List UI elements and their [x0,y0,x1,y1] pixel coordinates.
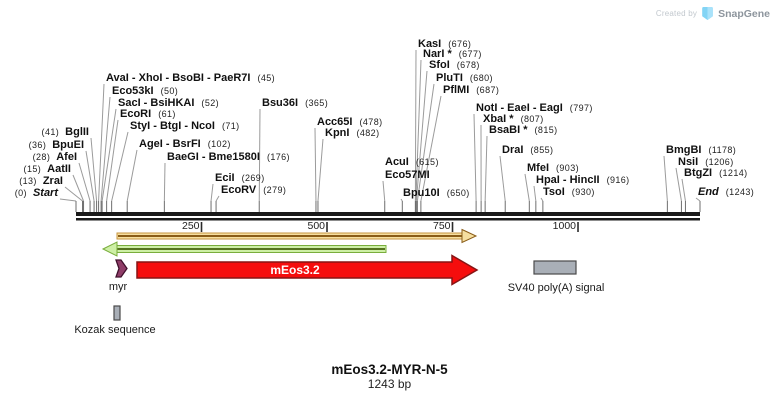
enzyme-site-label[interactable]: Eco53kI(50) [112,85,179,97]
meos3-2-label: mEos3.2 [270,263,320,277]
snapgene-watermark: Created by SnapGene [656,7,770,20]
enzyme-site-label[interactable]: Bpu10I(650) [403,187,470,199]
restriction-site-leader-lines [59,49,701,202]
sequence-bar-top [76,212,700,216]
enzyme-site-label[interactable]: EcoRV(279) [221,184,287,196]
enzyme-site-label[interactable]: EciI(269) [215,172,265,184]
enzyme-site-label[interactable]: (0)Start [14,187,58,199]
myr-label: myr [108,281,128,293]
kozak-sequence-label: Kozak sequence [74,324,156,336]
enzyme-site-label[interactable]: KasI(676) [418,38,472,50]
enzyme-site-label[interactable]: NotI - EaeI - EagI(797) [476,102,593,114]
enzyme-site-label[interactable]: NsiI(1206) [678,156,734,168]
snapgene-brand-text: SnapGene [718,7,770,20]
ruler-tick-marks [200,222,579,232]
enzyme-site-label[interactable]: EcoRI(61) [120,108,176,120]
enzyme-site-label[interactable]: (15)AatII [23,163,71,175]
sv40-polya-label: SV40 poly(A) signal [507,282,605,294]
created-by-text: Created by [655,9,698,18]
enzyme-site-label[interactable]: MfeI(903) [527,162,580,174]
enzyme-site-label[interactable]: KpnI(482) [325,127,380,139]
enzyme-site-label[interactable]: SacI - BsiHKAI(52) [118,97,220,109]
ruler-number: 750 [432,220,451,232]
enzyme-site-label[interactable]: BmgBI(1178) [666,144,737,156]
map-title: mEos3.2-MYR-N-5 [331,362,448,377]
enzyme-site-label[interactable]: AcuI(615) [385,156,439,168]
enzyme-site-label[interactable]: NarI *(677) [423,48,482,60]
enzyme-site-label[interactable]: BaeGI - Bme1580I(176) [167,151,290,163]
enzyme-site-label[interactable]: (41)BglII [41,126,89,138]
forward-span-arrow[interactable] [116,228,478,244]
enzyme-site-label[interactable]: PflMI(687) [443,84,500,96]
ruler-number: 250 [181,220,200,232]
ruler-number: 500 [307,220,326,232]
enzyme-site-label[interactable]: AvaI - XhoI - BsoBI - PaeR7I(45) [106,72,276,84]
kozak-feature-box[interactable] [113,305,121,321]
enzyme-site-label[interactable]: DraI(855) [502,144,554,156]
enzyme-site-label[interactable]: End(1243) [698,186,755,198]
reverse-span-arrow[interactable] [101,241,387,257]
enzyme-site-label[interactable]: StyI - BtgI - NcoI(71) [130,120,240,132]
enzyme-site-label[interactable]: BsaBI *(815) [489,124,558,136]
map-length: 1243 bp [367,377,412,391]
enzyme-site-label[interactable]: TsoI(930) [543,186,595,198]
myr-feature-arrow[interactable] [115,259,128,278]
enzyme-site-label[interactable]: HpaI - HincII(916) [536,174,630,186]
enzyme-site-label[interactable]: BtgZI(1214) [684,167,748,179]
enzyme-site-label[interactable]: Acc65I(478) [317,116,383,128]
enzyme-site-label[interactable]: (13)ZraI [19,175,63,187]
snapgene-ribbon-icon [702,7,713,20]
restriction-site-stubs [75,201,701,212]
enzyme-site-label[interactable]: Bsu36I(365) [262,97,329,109]
enzyme-site-label[interactable]: AgeI - BsrFI(102) [139,138,231,150]
enzyme-site-label[interactable]: Eco57MI [385,169,430,181]
enzyme-site-label[interactable]: (28)AfeI [32,151,77,163]
ruler-number: 1000 [552,220,577,232]
sv40-polya-feature-box[interactable] [533,260,577,275]
enzyme-site-label[interactable]: (36)BpuEI [28,139,84,151]
enzyme-site-label[interactable]: SfoI(678) [429,59,480,71]
enzyme-site-label[interactable]: PluTI(680) [436,72,493,84]
meos3-2-feature-arrow[interactable] [136,254,479,286]
sequence-bar-bottom [76,218,700,221]
enzyme-site-label[interactable]: XbaI *(807) [483,113,544,125]
